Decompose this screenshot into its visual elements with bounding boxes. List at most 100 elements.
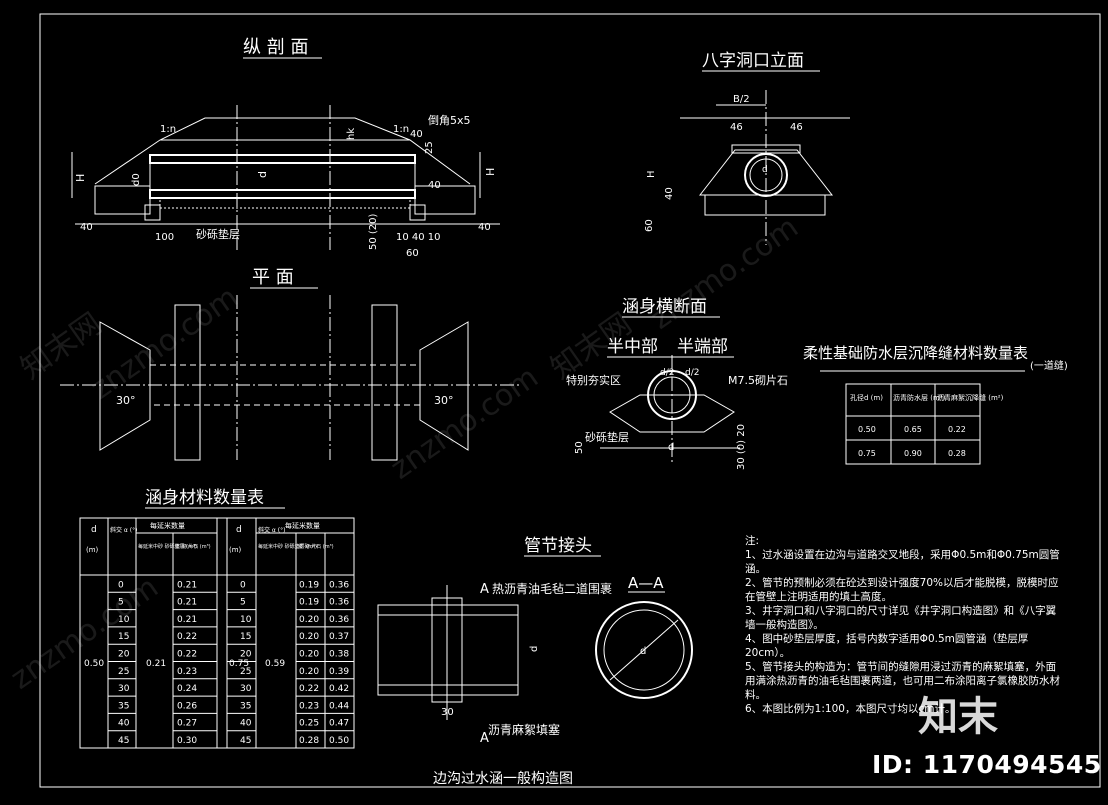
drawing-frame <box>39 13 1101 788</box>
watermark-site: znzmo.com <box>645 210 805 337</box>
col-b-cell: 0.37 <box>329 632 349 642</box>
wp-cell: 0.22 <box>948 425 966 434</box>
dim-40-top: 40 <box>410 129 423 140</box>
bt-header-col-a: 每延米中砂 砂砾垫层 (m³) <box>138 543 197 550</box>
dim-d-section: d <box>640 646 646 657</box>
slope-label: 1:n <box>160 124 176 135</box>
slope-label-right: 1:n <box>393 124 409 135</box>
joint-note-bottom: 沥青麻絮填塞 <box>488 722 560 737</box>
col-b-cell: 0.50 <box>329 736 349 746</box>
angle-cell: 45 <box>240 736 251 746</box>
bt-gravel-left: 0.21 <box>146 659 166 669</box>
bt-header-angle: 斜交 α (°) <box>110 526 137 534</box>
notes-title: 注: <box>745 535 760 547</box>
stone-cell: 0.21 <box>177 615 197 625</box>
col-a-cell: 0.20 <box>299 650 319 660</box>
joint-note-top: 热沥青油毛毡二道围裹 <box>492 581 612 596</box>
col-b-cell: 0.39 <box>329 667 349 677</box>
dim-50-20: 50 (20) <box>368 213 379 250</box>
bt-header-d-right: d <box>236 525 242 535</box>
body-material-table: 涵身材料数量表 d (m) 斜交 α (°) 每延米数量 每延米中砂 砂砾垫层 … <box>79 488 355 749</box>
angle-right: 30° <box>434 394 454 407</box>
dim-H-left: H <box>74 174 87 182</box>
dim-hk: hk <box>346 128 357 140</box>
angle-cell: 30 <box>240 684 252 694</box>
col-b-cell: 0.44 <box>329 701 349 711</box>
dim-100: 100 <box>155 232 174 243</box>
stone-cell: 0.21 <box>177 580 197 590</box>
col-a-cell: 0.19 <box>299 580 319 590</box>
note-item: 3、井字洞口和八字洞口的尺寸详见《井字洞口构造图》和《八字翼墙一般构造图》。 <box>745 605 1057 631</box>
angle-left: 30° <box>116 394 136 407</box>
bt-header-d: d <box>91 525 97 535</box>
angle-cell: 10 <box>240 615 252 625</box>
wp-header-1: 沥青防水层 (m²) <box>893 393 946 402</box>
dim-46-right: 46 <box>790 122 803 133</box>
stone-cell: 0.23 <box>177 667 197 677</box>
angle-cell: 25 <box>118 667 129 677</box>
dim-30-joint: 30 <box>441 707 454 718</box>
col-b-cell: 0.47 <box>329 719 349 729</box>
stone-label: M7.5砌片石 <box>728 374 788 387</box>
stone-cell: 0.24 <box>177 684 197 694</box>
bt-header-col-b-right: 浆 砌 片石 (m³) <box>298 543 334 550</box>
image-id: ID: 1170494545 <box>872 750 1102 779</box>
dim-H-end: H <box>646 170 657 178</box>
stone-cell: 0.30 <box>177 736 197 746</box>
bt-header-group: 每延米数量 <box>150 521 185 530</box>
watermark-site: znzmo.com <box>5 570 165 697</box>
label-a-top: A <box>480 582 489 597</box>
bt-header-d-unit: (m) <box>86 546 99 554</box>
dim-40-right: 40 <box>428 180 441 191</box>
angle-cell: 10 <box>118 615 130 625</box>
cross-section-title: 涵身横断面 <box>622 297 707 317</box>
angle-cell: 15 <box>240 632 251 642</box>
bt-header-d-unit-right: (m) <box>229 546 242 554</box>
angle-cell: 40 <box>240 719 252 729</box>
bt-gravel-right: 0.59 <box>265 659 285 669</box>
gravel-label: 砂砾垫层 <box>196 227 240 241</box>
watermark-site: znzmo.com <box>85 280 245 407</box>
longitudinal-title: 纵 剖 面 <box>243 37 308 58</box>
note-item: 4、图中砂垫层厚度，括号内数字适用Φ0.5m圆管涵（垫层厚20cm）。 <box>745 633 1029 659</box>
section-mark: A—A <box>628 574 664 592</box>
dim-40-left: 40 <box>80 222 93 233</box>
dim-d0: d0 <box>131 173 142 186</box>
col-a-cell: 0.20 <box>299 667 319 677</box>
dim-46-left: 46 <box>730 122 743 133</box>
notes-block: 注: 1、过水涵设置在边沟与道路交叉地段，采用Φ0.5m和Φ0.75m圆管涵。 … <box>745 534 1060 716</box>
cross-sub-left: 半中部 <box>607 337 658 357</box>
angle-cell: 0 <box>118 580 124 590</box>
angle-cell: 5 <box>240 598 246 608</box>
wp-header-0: 孔径d (m) <box>850 393 883 402</box>
longitudinal-section: 纵 剖 面 1:n 1:n 倒角5x5 40 H H d hk d0 25 40… <box>71 37 500 259</box>
wp-cell: 0.28 <box>948 449 966 458</box>
col-a-cell: 0.20 <box>299 615 319 625</box>
dim-d-end: d <box>762 165 768 175</box>
cross-sub-right: 半端部 <box>677 337 728 357</box>
waterproof-table: 柔性基础防水层沉降缝材料数量表 (一道缝) 孔径d (m) 沥青防水层 (m²)… <box>803 344 1068 465</box>
note-item: 1、过水涵设置在边沟与道路交叉地段，采用Φ0.5m和Φ0.75m圆管涵。 <box>745 549 1060 575</box>
dim-d2-right: d/2 <box>685 368 699 378</box>
plan-title: 平 面 <box>252 267 294 288</box>
bt-header-angle-right: 斜交 α (°) <box>258 526 285 534</box>
col-b-cell: 0.36 <box>329 615 349 625</box>
bt-d-left: 0.50 <box>84 659 104 669</box>
angle-cell: 20 <box>118 650 130 660</box>
bt-header-col-b: 浆 砌 片石 (m³) <box>175 543 211 550</box>
angle-cell: 30 <box>118 684 130 694</box>
angle-cell: 15 <box>118 632 129 642</box>
end-elevation: 八字洞口立面 B/2 46 46 d H 40 60 <box>644 51 850 245</box>
body-table-title: 涵身材料数量表 <box>145 488 264 508</box>
col-b-cell: 0.38 <box>329 650 349 660</box>
stone-cell: 0.21 <box>177 598 197 608</box>
angle-cell: 0 <box>240 580 246 590</box>
col-a-cell: 0.22 <box>299 684 319 694</box>
dim-60: 60 <box>406 248 419 259</box>
col-b-cell: 0.36 <box>329 580 349 590</box>
dim-b2: B/2 <box>733 94 750 105</box>
bt-header-col-a-right: 每延米中砂 砂砾垫层 (m³) <box>258 543 317 550</box>
plan-view: 平 面 30° 30° <box>60 267 520 461</box>
angle-cell: 5 <box>118 598 124 608</box>
